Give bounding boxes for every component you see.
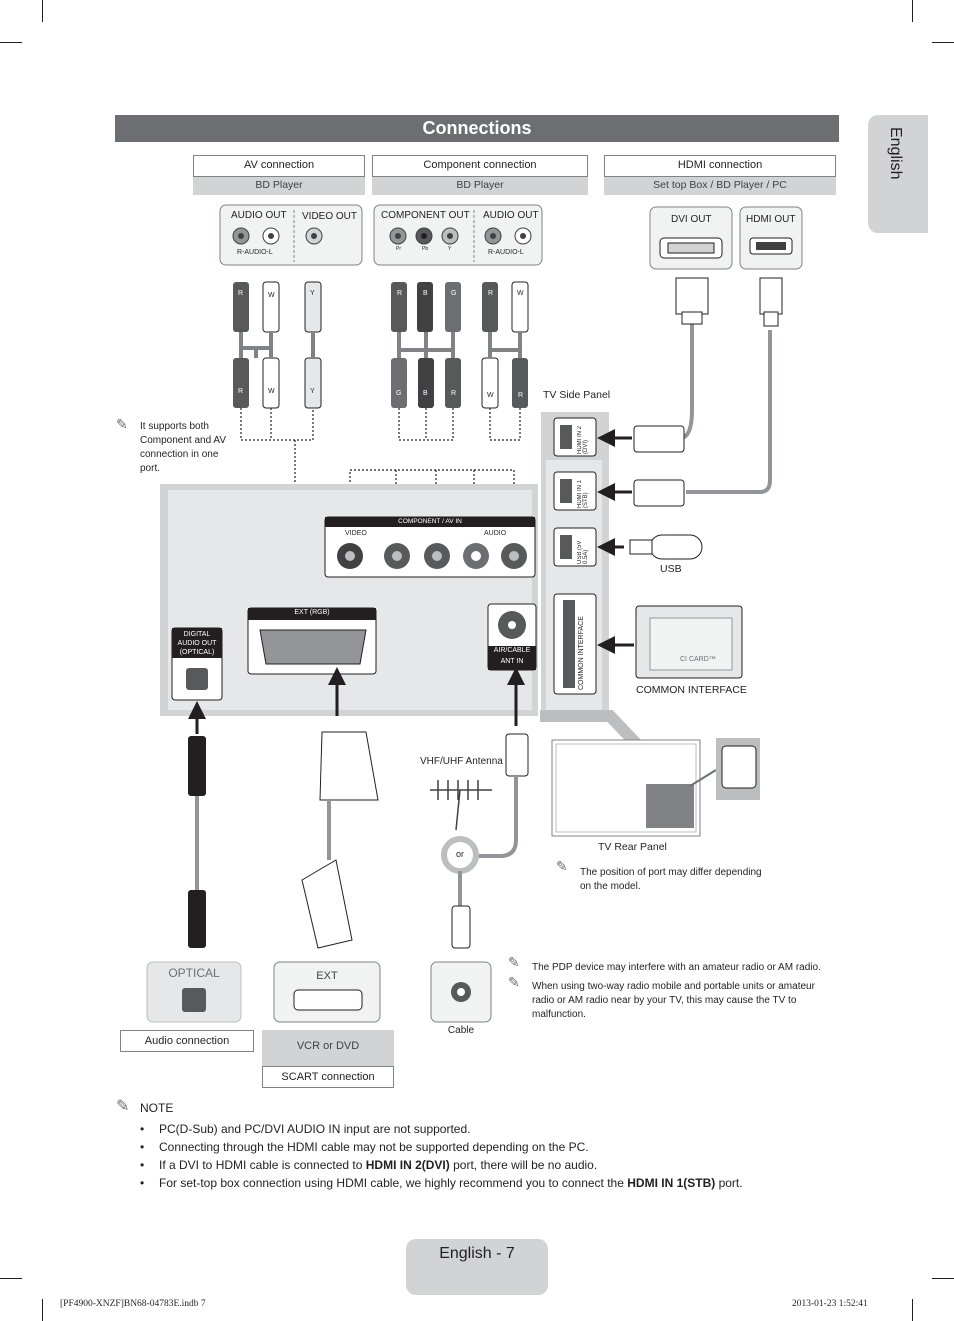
plug-label: R (238, 388, 244, 395)
note-pencil-icon: ✎ (508, 954, 520, 970)
ext-rgb-label: EXT (RGB) (294, 609, 330, 616)
or-label: or (456, 849, 465, 859)
scart-connection-label: SCART connection (262, 1066, 394, 1088)
plug-label: R (397, 290, 403, 297)
dvi-plug (675, 277, 709, 325)
y-label: Y (448, 246, 452, 252)
usb-label: USB (660, 563, 682, 575)
plug-label: Y (310, 388, 315, 395)
component-output-panel (373, 204, 543, 266)
plug-label: W (487, 392, 494, 399)
hdmi-in2-label: HDMI IN 2 (DVI) (577, 425, 589, 454)
plug-label: G (451, 290, 457, 297)
plug-label: W (517, 290, 524, 297)
hdmi-device-label: Set top Box / BD Player / PC (604, 177, 836, 195)
crop-mark (912, 0, 913, 22)
hdmi-output-panel (739, 206, 803, 270)
hdmi-plug-top (759, 277, 783, 327)
note-heading: NOTE (140, 1101, 174, 1115)
plug-label: R (518, 392, 524, 399)
audio-connection-label: Audio connection (120, 1030, 254, 1052)
plug-label: Y (310, 290, 315, 297)
two-way-radio-note: When using two-way radio mobile and port… (532, 981, 815, 1020)
tv-rear-panel-label: TV Rear Panel (598, 841, 667, 853)
av-r-audio-l-label: R-AUDIO-L (237, 249, 273, 256)
page-title: Connections (115, 115, 839, 142)
pb-label: Pb (422, 246, 429, 252)
dvi-out-label: DVI OUT (671, 214, 712, 225)
component-av-note: It supports both Component and AV connec… (140, 421, 226, 474)
usb-port-label: USB (5V 0.5A) (577, 540, 589, 564)
cable-label: Cable (447, 1025, 475, 1036)
language-tab: English (868, 115, 928, 233)
crop-mark (932, 1278, 954, 1279)
av-video-out-label: VIDEO OUT (302, 211, 358, 222)
common-interface-label: COMMON INTERFACE (636, 684, 747, 696)
component-connection-header: Component connection (372, 155, 588, 177)
component-audio-out-label: AUDIO OUT (483, 210, 539, 221)
plug-label: R (238, 290, 244, 297)
note-item: PC(D-Sub) and PC/DVI AUDIO IN input are … (140, 1120, 743, 1138)
optical-label: OPTICAL (168, 966, 220, 980)
note-pencil-icon: ✎ (116, 1098, 130, 1115)
port-position-note: The position of port may differ dependin… (580, 867, 762, 892)
ci-card-label: CI CARD™ (680, 656, 716, 663)
file-info: [PF4900-XNZF]BN68-04783E.indb 7 (60, 1299, 206, 1309)
tv-side-panel-label: TV Side Panel (543, 389, 611, 401)
hdmi-connection-header: HDMI connection (604, 155, 836, 177)
pr-label: Pr (396, 246, 401, 252)
component-r-audio-l-label: R-AUDIO-L (488, 249, 524, 256)
component-out-label: COMPONENT OUT (381, 210, 470, 221)
ext-label: EXT (316, 970, 338, 982)
crop-mark (0, 42, 22, 43)
antenna-label: VHF/UHF Antenna (420, 756, 503, 767)
common-interface-port-label: COMMON INTERFACE (578, 616, 585, 690)
crop-mark (42, 0, 43, 22)
component-device-label: BD Player (372, 177, 588, 195)
crop-mark (912, 1299, 913, 1321)
plug-label: W (268, 388, 275, 395)
crop-mark (0, 1278, 22, 1279)
note-item: For set-top box connection using HDMI ca… (140, 1174, 743, 1192)
language-tab-label: English (887, 127, 904, 180)
av-device-label: BD Player (193, 177, 365, 195)
av-plugs-bottom (233, 357, 322, 409)
note-pencil-icon: ✎ (556, 858, 568, 874)
av-output-panel (219, 204, 363, 266)
av-plugs-top (233, 281, 322, 333)
dvi-output-panel (649, 206, 733, 270)
pdp-interfere-note: The PDP device may interfere with an ama… (532, 962, 821, 973)
note-pencil-icon: ✎ (508, 974, 520, 990)
crop-mark (932, 42, 954, 43)
note-pencil-icon: ✎ (116, 416, 128, 432)
component-av-jacks (337, 543, 527, 569)
plug-label: B (423, 290, 428, 297)
av-connection-header: AV connection (193, 155, 365, 177)
component-plugs-top (391, 281, 529, 333)
crop-mark (42, 1299, 43, 1321)
hdmi-in1-label: HDMI IN 1 (STB) (577, 479, 589, 508)
page-number-tab: English - 7 (406, 1239, 548, 1295)
note-list: PC(D-Sub) and PC/DVI AUDIO IN input are … (140, 1120, 743, 1192)
hdmi-out-label: HDMI OUT (746, 214, 796, 225)
plug-label: B (423, 390, 428, 397)
vcr-dvd-label: VCR or DVD (296, 1040, 360, 1052)
video-label: VIDEO (345, 530, 367, 537)
plug-label: G (396, 390, 402, 397)
plug-label: W (268, 292, 275, 299)
av-audio-out-label: AUDIO OUT (231, 210, 287, 221)
plug-label: R (488, 290, 494, 297)
note-item: If a DVI to HDMI cable is connected to H… (140, 1156, 743, 1174)
note-item: Connecting through the HDMI cable may no… (140, 1138, 743, 1156)
component-plugs-bottom (391, 357, 528, 409)
audio-label: AUDIO (484, 530, 507, 537)
print-date: 2013-01-23 1:52:41 (792, 1299, 868, 1309)
air-cable-label: AIR/CABLE (493, 647, 531, 654)
digital-audio-out-label: DIGITAL AUDIO OUT (OPTICAL) (177, 631, 217, 656)
page-number: English - 7 (439, 1245, 515, 1262)
plug-label: R (451, 390, 457, 397)
component-av-in-label: COMPONENT / AV IN (398, 518, 462, 525)
ant-in-label: ANT IN (500, 658, 524, 665)
